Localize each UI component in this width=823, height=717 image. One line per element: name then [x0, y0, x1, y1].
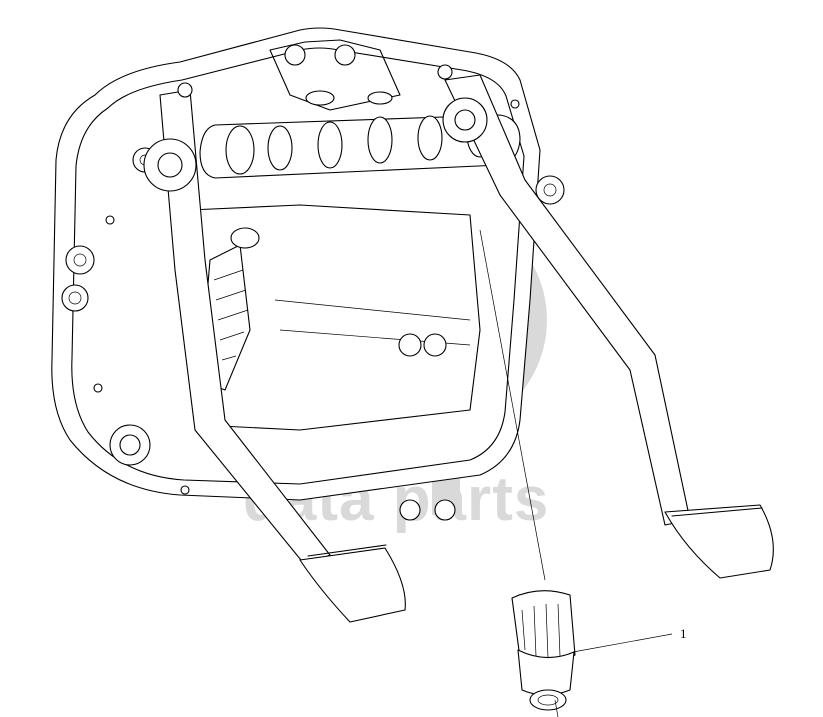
clutch-pedal	[143, 89, 406, 623]
fastener-bolts	[93, 64, 520, 495]
callout-1: 1	[572, 626, 687, 653]
callout-leader-line	[572, 633, 673, 653]
pivot-shaft	[199, 112, 521, 179]
explode-axis-line	[479, 229, 546, 581]
brake-pedal	[442, 74, 774, 579]
pedal-switch-part	[511, 590, 576, 717]
callout-label: 1	[680, 626, 687, 641]
